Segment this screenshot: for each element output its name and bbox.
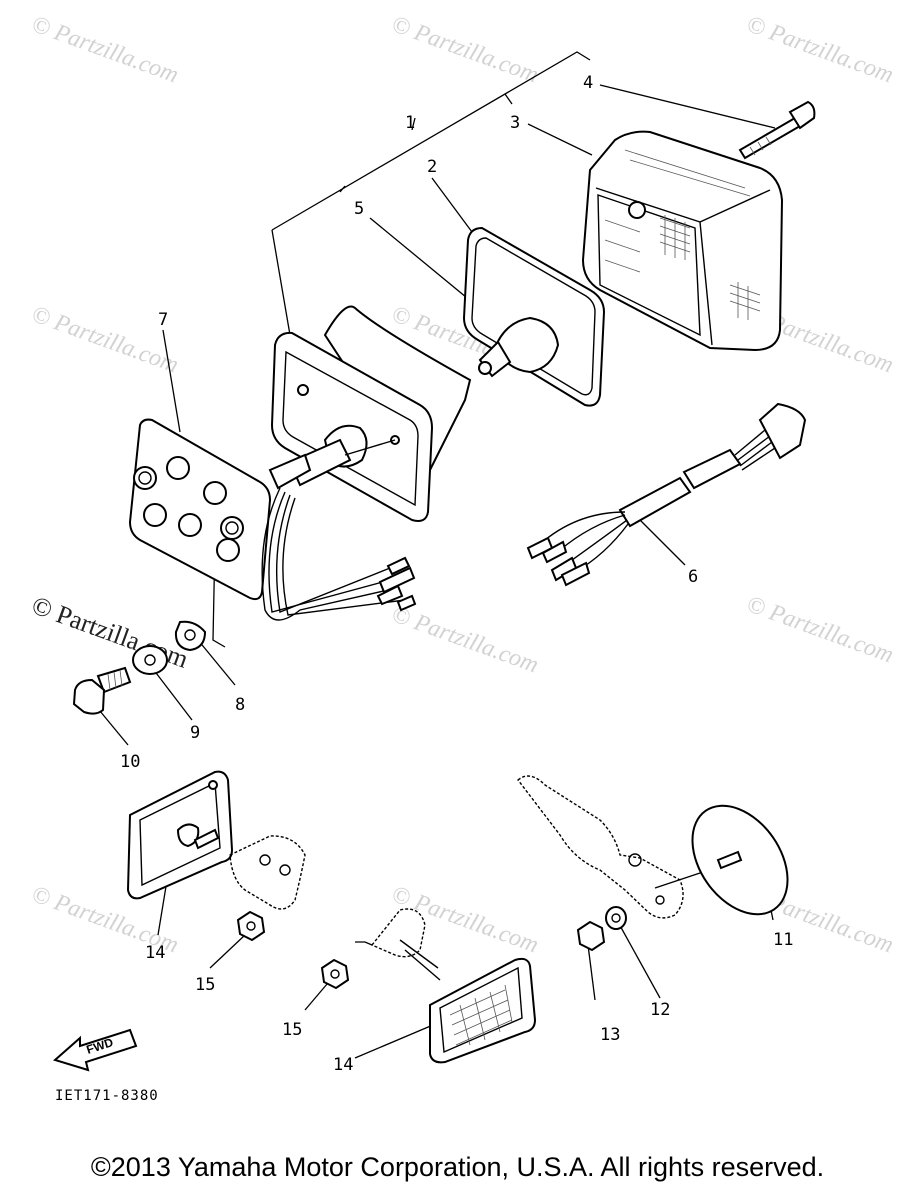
washer-right bbox=[605, 906, 627, 930]
callout-2: 2 bbox=[427, 157, 437, 177]
watermark: © Partzilla.com bbox=[743, 591, 897, 668]
bracket-left bbox=[229, 835, 306, 910]
callout-14: 14 bbox=[145, 943, 165, 963]
bulb bbox=[478, 316, 560, 378]
bracket-center bbox=[370, 908, 441, 981]
round-reflector bbox=[691, 804, 789, 916]
callout-10: 10 bbox=[120, 752, 140, 772]
callout-6: 6 bbox=[688, 567, 698, 587]
callout-14: 14 bbox=[333, 1055, 353, 1075]
bracket-right bbox=[517, 775, 716, 919]
nut-center bbox=[320, 958, 350, 990]
leader-lines bbox=[94, 51, 776, 1059]
callout-15: 15 bbox=[282, 1020, 302, 1040]
nut-right bbox=[576, 920, 606, 952]
grommet bbox=[174, 620, 207, 652]
callout-4: 4 bbox=[583, 73, 593, 93]
gasket bbox=[462, 226, 606, 407]
watermark: © Partzilla.com bbox=[388, 881, 542, 958]
callouts: 1 2 3 4 5 6 7 8 9 10 11 12 13 14 15 14 1… bbox=[120, 73, 793, 1075]
callout-13: 13 bbox=[600, 1025, 620, 1045]
callout-3: 3 bbox=[510, 113, 520, 133]
watermark: © Partzilla.com bbox=[388, 601, 542, 678]
callout-9: 9 bbox=[190, 723, 200, 743]
reflector-left bbox=[126, 770, 234, 900]
callout-1: 1 bbox=[405, 113, 415, 133]
lens-housing bbox=[581, 130, 784, 352]
reflector-center bbox=[429, 957, 537, 1064]
callout-8: 8 bbox=[235, 695, 245, 715]
watermark: © Partzilla.com bbox=[743, 11, 897, 88]
callout-7: 7 bbox=[158, 310, 168, 330]
washer bbox=[132, 645, 168, 675]
nut-left bbox=[236, 910, 266, 942]
lamp-wires bbox=[261, 487, 417, 621]
screw bbox=[738, 100, 816, 160]
callout-12: 12 bbox=[650, 1000, 670, 1020]
diagram-code: IET171-8380 bbox=[55, 1088, 159, 1104]
callout-11: 11 bbox=[773, 930, 793, 950]
grommet-plate bbox=[128, 418, 272, 601]
bolt bbox=[72, 666, 132, 715]
tail-light-base bbox=[268, 305, 472, 522]
wire-harness bbox=[526, 402, 807, 587]
watermark: © Partzilla.com bbox=[28, 11, 182, 88]
callout-5: 5 bbox=[354, 199, 364, 219]
copyright-notice: ©2013 Yamaha Motor Corporation, U.S.A. A… bbox=[90, 1152, 825, 1182]
fwd-arrow-icon: FWD bbox=[52, 1028, 138, 1072]
callout-15: 15 bbox=[195, 975, 215, 995]
watermark: © Partzilla.com bbox=[388, 11, 542, 88]
